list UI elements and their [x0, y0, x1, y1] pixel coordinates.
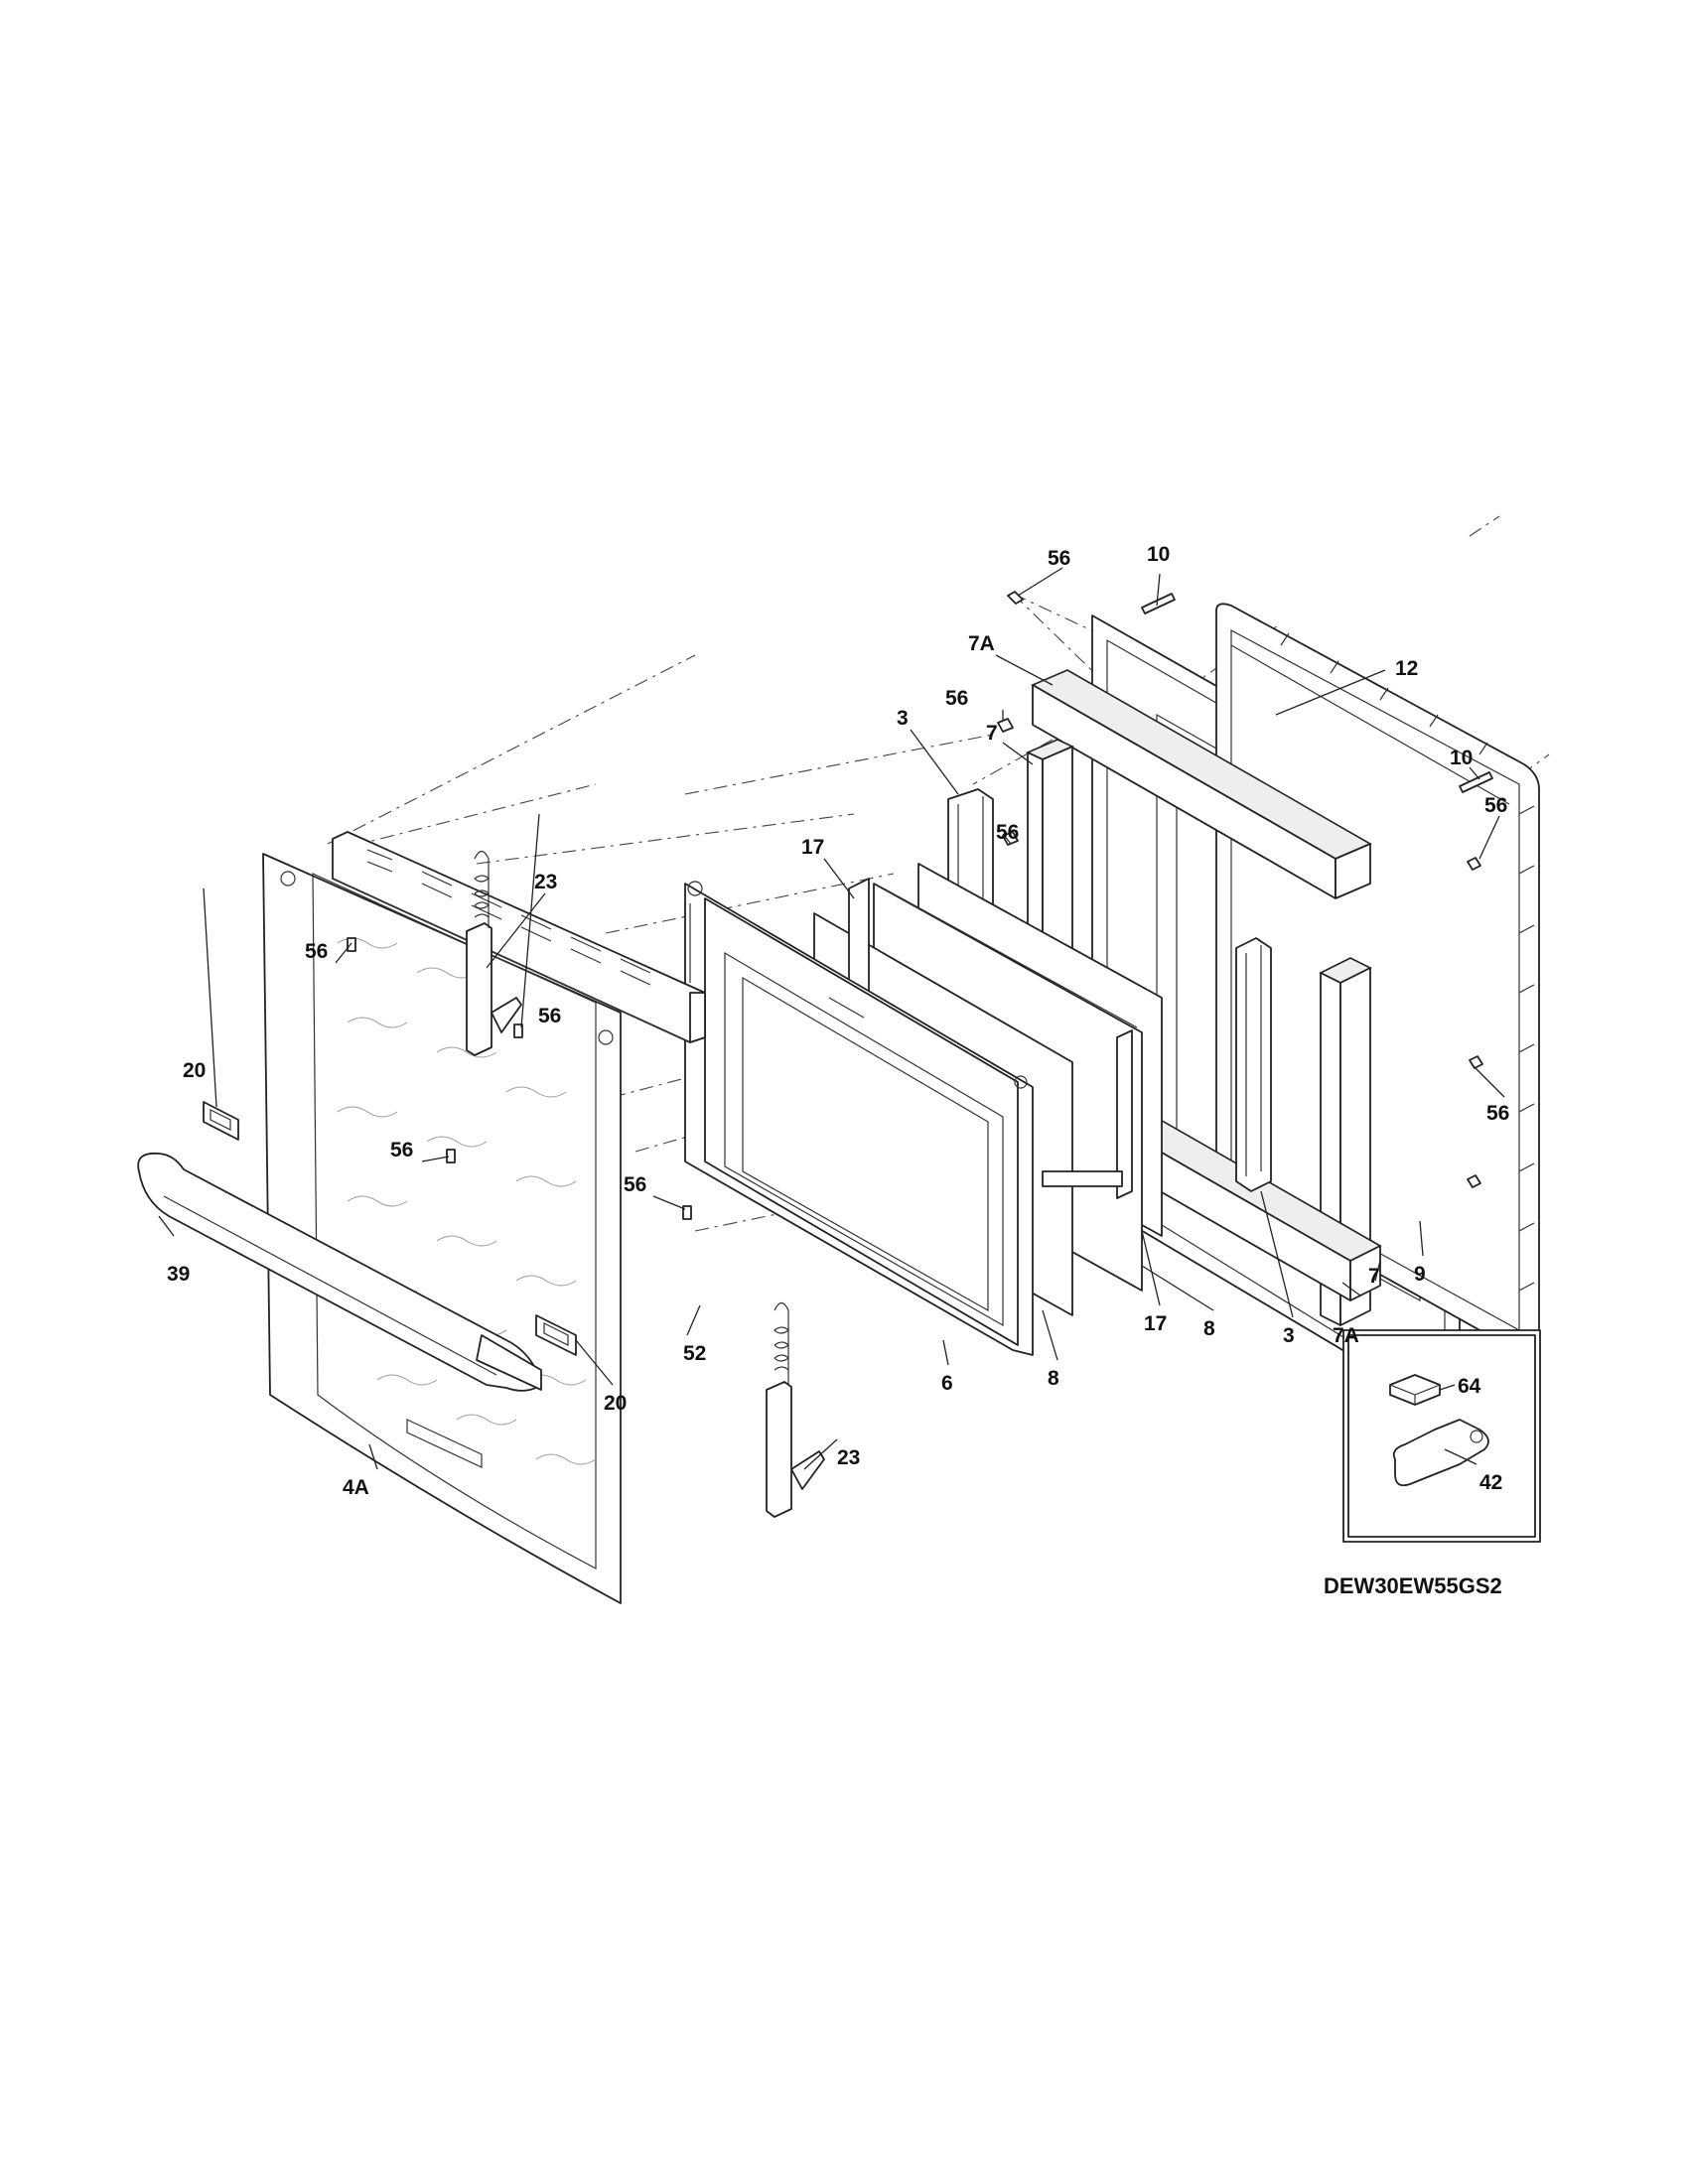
- callout-10: 10: [1450, 747, 1473, 769]
- callout-56: 56: [305, 940, 328, 963]
- callout-7A: 7A: [1333, 1324, 1359, 1347]
- callout-9: 9: [1414, 1263, 1426, 1286]
- callout-56: 56: [1484, 794, 1507, 817]
- callout-42: 42: [1479, 1471, 1502, 1494]
- callout-56: 56: [1048, 547, 1070, 570]
- callout-20: 20: [604, 1392, 627, 1415]
- callout-23: 23: [534, 871, 557, 893]
- callout-6: 6: [941, 1372, 953, 1395]
- callout-3: 3: [1283, 1324, 1295, 1347]
- end-caps: [203, 1101, 577, 1356]
- callout-7: 7: [1368, 1265, 1380, 1288]
- door-hinges: [466, 850, 825, 1518]
- callout-3: 3: [897, 707, 909, 730]
- callout-56: 56: [624, 1173, 646, 1196]
- callout-52: 52: [683, 1342, 706, 1365]
- callout-17: 17: [1144, 1312, 1167, 1335]
- screws: [347, 591, 1493, 1220]
- callout-8: 8: [1203, 1317, 1215, 1340]
- callout-leaders: [158, 567, 1505, 1470]
- callout-20: 20: [183, 1059, 206, 1082]
- callout-56: 56: [538, 1005, 561, 1027]
- callout-10: 10: [1147, 543, 1170, 566]
- callout-56: 56: [1486, 1102, 1509, 1125]
- callout-17: 17: [801, 836, 824, 859]
- callout-56: 56: [996, 821, 1019, 844]
- callout-39: 39: [167, 1263, 190, 1286]
- inset-parts-box: [1342, 1329, 1541, 1543]
- callout-12: 12: [1395, 657, 1418, 680]
- callout-4A: 4A: [343, 1476, 369, 1499]
- callout-56: 56: [945, 687, 968, 710]
- model-number: DEW30EW55GS2: [1324, 1573, 1502, 1598]
- outer-door-panel: [262, 853, 622, 1604]
- callout-23: 23: [837, 1446, 860, 1469]
- top-vent-trim: [332, 831, 706, 1043]
- door-frame: [684, 881, 1034, 1356]
- callout-labels: 56 10 7A 12 56 7 3 56 10 56 17 23 56 56 …: [167, 543, 1509, 1499]
- callout-56: 56: [390, 1139, 413, 1161]
- callout-64: 64: [1458, 1375, 1481, 1398]
- callout-7A: 7A: [968, 632, 995, 655]
- callout-7: 7: [986, 722, 998, 745]
- callout-8: 8: [1048, 1367, 1059, 1390]
- door-handle: [137, 1152, 542, 1392]
